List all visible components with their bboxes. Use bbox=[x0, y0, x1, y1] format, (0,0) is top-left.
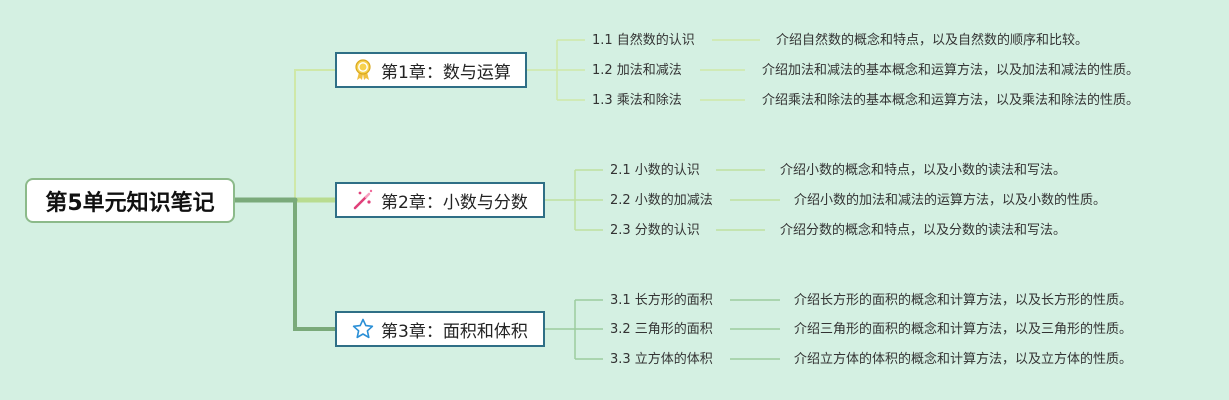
chapter-3-label: 第3章：面积和体积 bbox=[381, 321, 528, 342]
chapter-node-1[interactable]: 第1章：数与运算 bbox=[335, 52, 527, 88]
chapter-node-2[interactable]: 第2章：小数与分数 bbox=[335, 182, 545, 218]
description-2-2: 介绍小数的加法和减法的运算方法，以及小数的性质。 bbox=[794, 193, 1107, 208]
star-icon bbox=[351, 317, 375, 341]
magic-wand-icon bbox=[351, 188, 375, 212]
description-3-3: 介绍立方体的体积的概念和计算方法，以及立方体的性质。 bbox=[794, 352, 1133, 367]
subtopic-2-1[interactable]: 2.1 小数的认识 bbox=[610, 163, 700, 178]
chapter-1-connectors bbox=[527, 39, 760, 101]
subtopic-3-1[interactable]: 3.1 长方形的面积 bbox=[610, 293, 713, 308]
description-1-3: 介绍乘法和除法的基本概念和运算方法，以及乘法和除法的性质。 bbox=[762, 93, 1140, 108]
chapter-2-connectors bbox=[545, 169, 780, 231]
chapter-1-label: 第1章：数与运算 bbox=[381, 62, 511, 83]
description-1-2: 介绍加法和减法的基本概念和运算方法，以及加法和减法的性质。 bbox=[762, 63, 1140, 78]
root-title: 第5单元知识笔记 bbox=[45, 190, 215, 216]
description-3-1: 介绍长方形的面积的概念和计算方法，以及长方形的性质。 bbox=[794, 293, 1133, 308]
subtopic-2-3[interactable]: 2.3 分数的认识 bbox=[610, 223, 700, 238]
subtopic-1-2[interactable]: 1.2 加法和减法 bbox=[592, 63, 682, 78]
subtopic-3-3[interactable]: 3.3 立方体的体积 bbox=[610, 352, 713, 367]
subtopic-1-1[interactable]: 1.1 自然数的认识 bbox=[592, 33, 695, 48]
subtopic-2-2[interactable]: 2.2 小数的加减法 bbox=[610, 193, 713, 208]
subtopic-3-2[interactable]: 3.2 三角形的面积 bbox=[610, 322, 713, 337]
root-connectors bbox=[232, 69, 338, 331]
chapter-node-3[interactable]: 第3章：面积和体积 bbox=[335, 311, 545, 347]
root-node[interactable]: 第5单元知识笔记 bbox=[25, 178, 235, 223]
description-3-2: 介绍三角形的面积的概念和计算方法，以及三角形的性质。 bbox=[794, 322, 1133, 337]
description-1-1: 介绍自然数的概念和特点，以及自然数的顺序和比较。 bbox=[776, 33, 1089, 48]
description-2-1: 介绍小数的概念和特点，以及小数的读法和写法。 bbox=[780, 163, 1067, 178]
chapter-2-label: 第2章：小数与分数 bbox=[381, 192, 528, 213]
medal-icon bbox=[351, 58, 375, 82]
subtopic-1-3[interactable]: 1.3 乘法和除法 bbox=[592, 93, 682, 108]
chapter-3-connectors bbox=[545, 299, 780, 360]
description-2-3: 介绍分数的概念和特点，以及分数的读法和写法。 bbox=[780, 223, 1067, 238]
